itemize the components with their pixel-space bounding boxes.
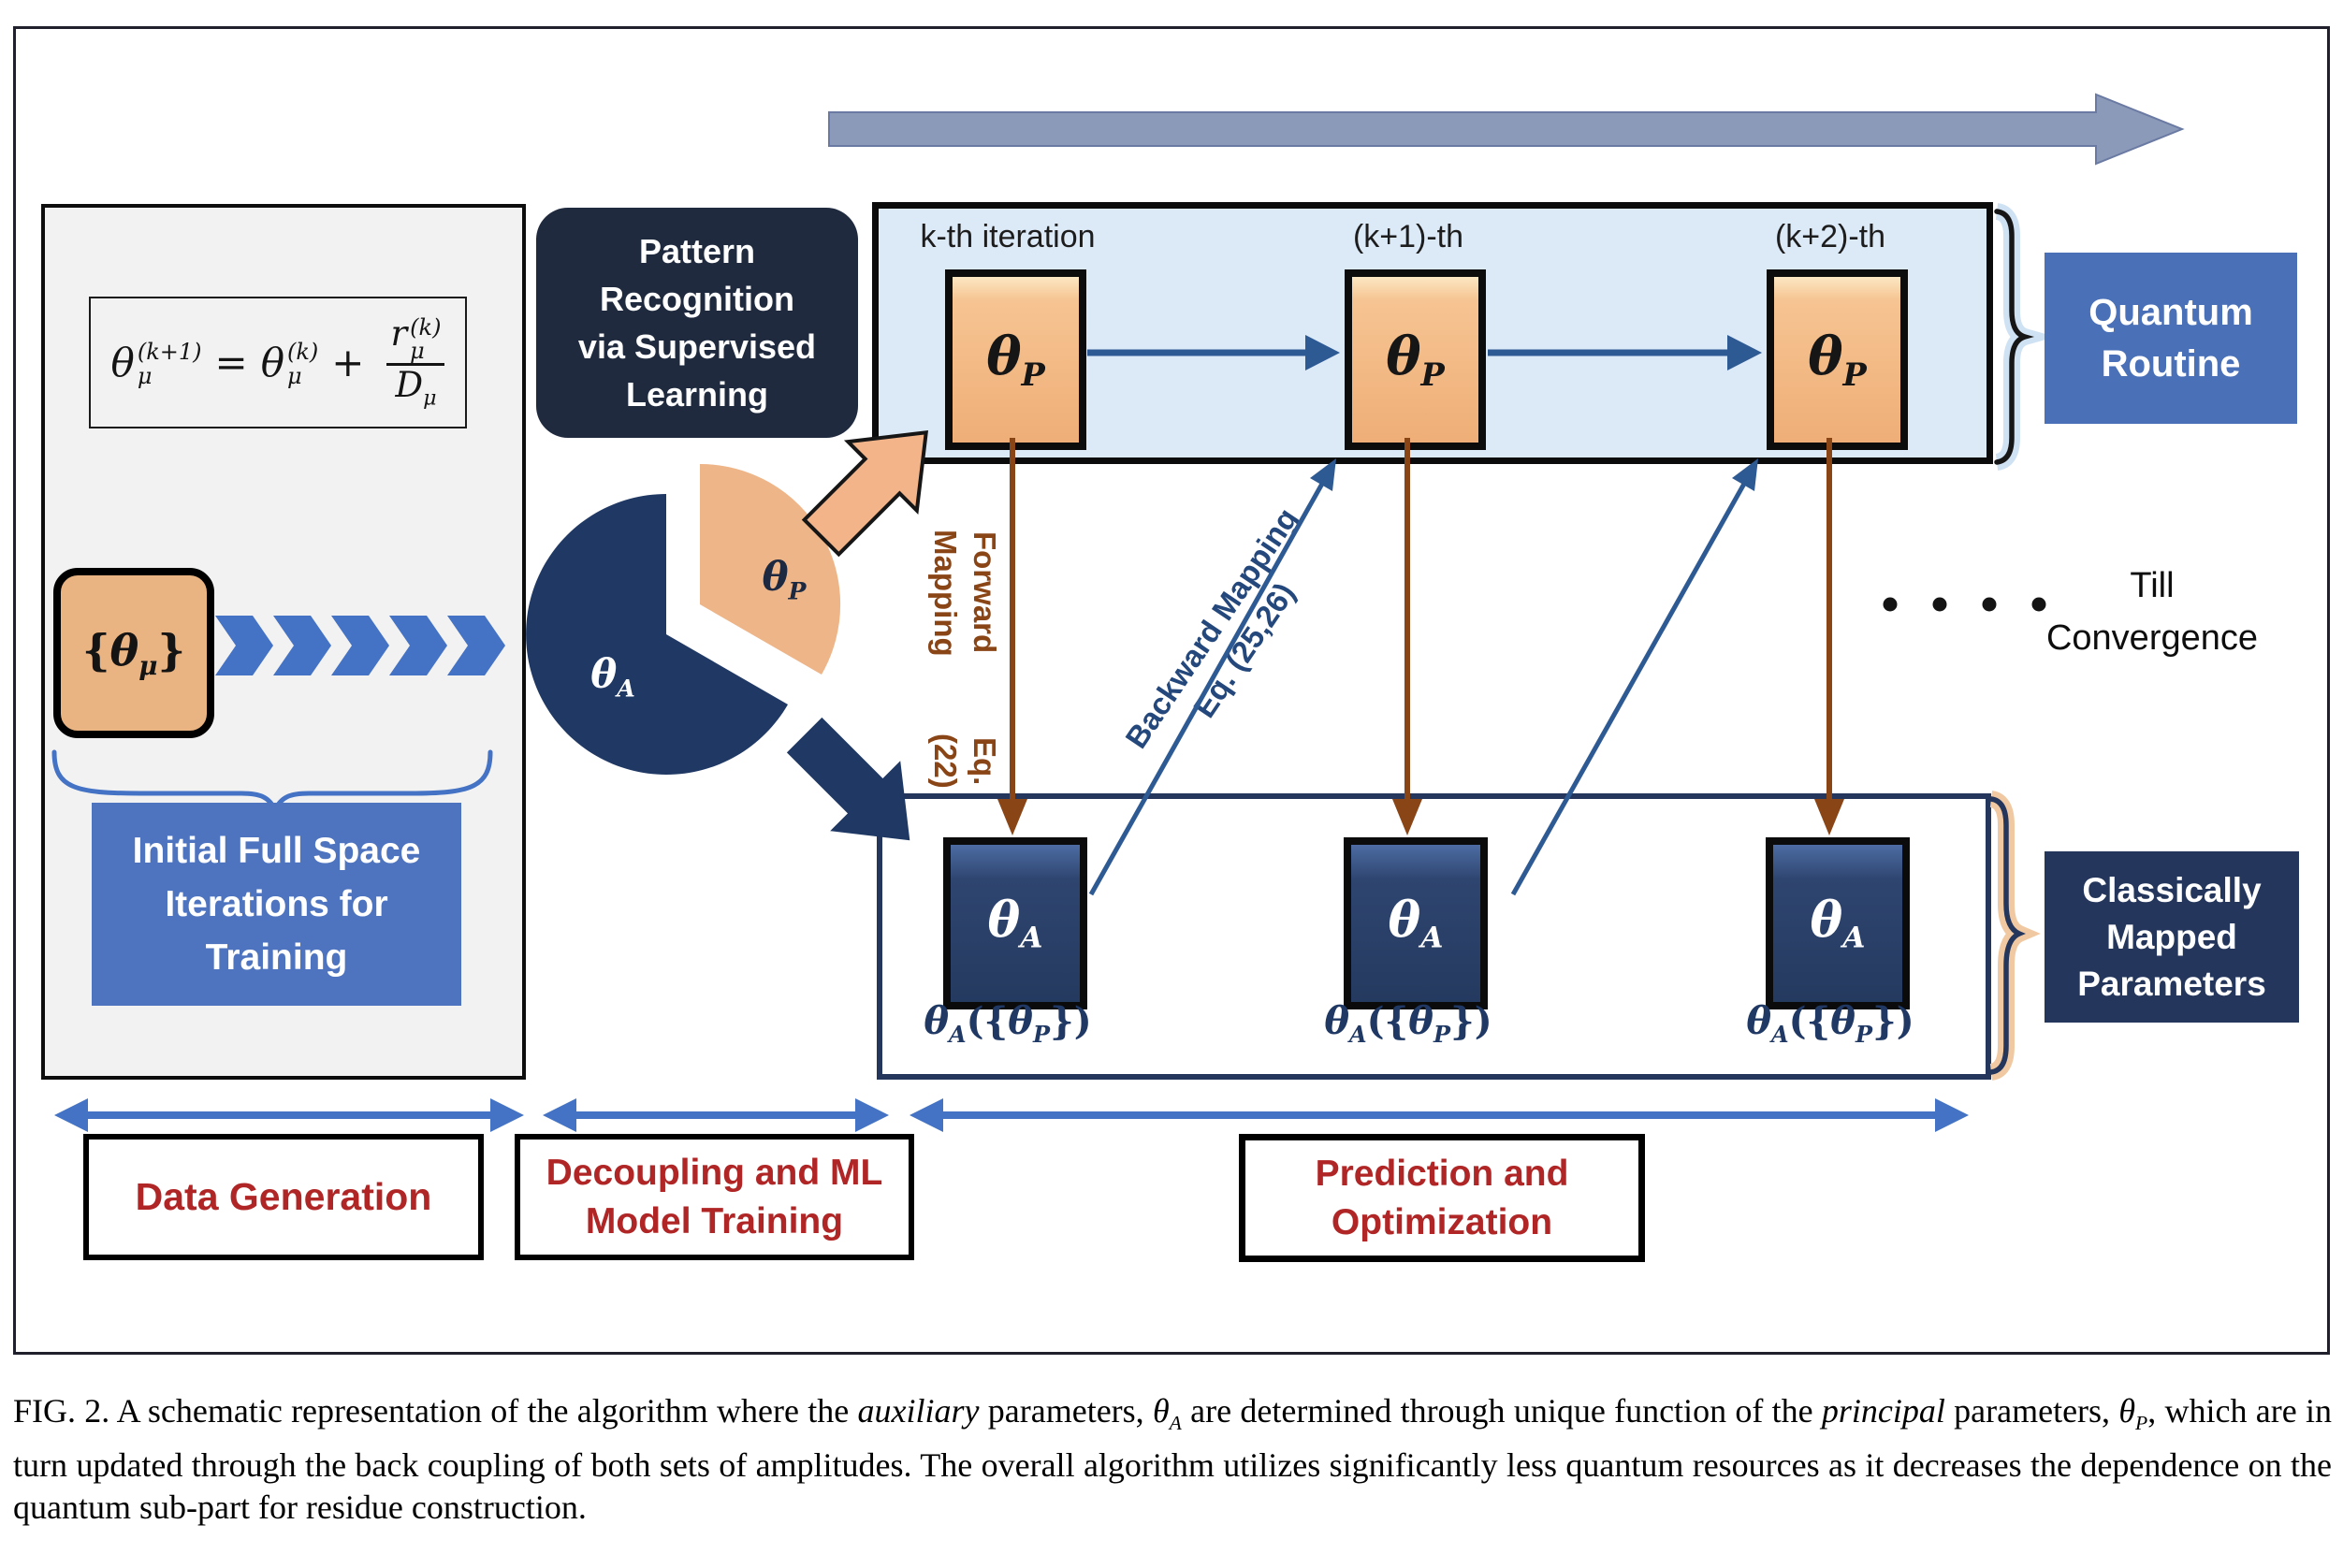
training-line: Iterations for bbox=[165, 884, 388, 924]
training-line: Training bbox=[205, 937, 348, 978]
initial-training-box: Initial Full Space Iterations for Traini… bbox=[92, 803, 461, 1006]
convergence-line: Convergence bbox=[2045, 618, 2259, 658]
theta-a-function-label-3: θA({θP}) bbox=[1746, 999, 1914, 1048]
quantum-routine-line: Quantum bbox=[2088, 291, 2253, 333]
theta-mu-set-label: {θμ} bbox=[81, 624, 186, 682]
iteration-label-k1: (k+1)-th bbox=[1352, 219, 1464, 254]
phase-label: Decoupling and ML bbox=[546, 1152, 883, 1193]
pattern-recognition-box: Pattern Recognition via Supervised Learn… bbox=[536, 208, 858, 438]
phase-label: Optimization bbox=[1331, 1201, 1553, 1242]
convergence-line: Till bbox=[2130, 566, 2175, 605]
forward-mapping-eq: Eq. (22) bbox=[928, 733, 1002, 789]
phase-decoupling-training: Decoupling and ML Model Training bbox=[515, 1134, 914, 1260]
theta-a-function-label-2: θA({θP}) bbox=[1324, 999, 1492, 1048]
theta-a-cell-1: θA bbox=[943, 837, 1087, 1009]
theta-p-cell-3: θP bbox=[1767, 269, 1908, 450]
theta-p-cell-1: θP bbox=[945, 269, 1086, 450]
phase-label: Prediction and bbox=[1315, 1153, 1569, 1194]
theta-a-label: θA bbox=[987, 892, 1043, 955]
theta-a-label: θA bbox=[1388, 892, 1444, 955]
forward-mapping-line: Forward Mapping bbox=[928, 529, 1002, 657]
phase-label: Data Generation bbox=[135, 1175, 432, 1218]
classically-line: Parameters bbox=[2077, 964, 2266, 1003]
theta-p-label: θP bbox=[1386, 326, 1445, 394]
training-line: Initial Full Space bbox=[132, 831, 421, 871]
forward-mapping-label: Forward Mapping Eq. (22) bbox=[922, 475, 1008, 812]
theta-a-label: θA bbox=[1810, 892, 1866, 955]
theta-mu-set-box: {θμ} bbox=[53, 568, 214, 738]
pattern-line: Recognition bbox=[600, 280, 794, 318]
phase-prediction-optimization: Prediction and Optimization bbox=[1239, 1134, 1645, 1262]
phase-label: Model Training bbox=[585, 1200, 844, 1241]
iteration-label-k: k-th iteration bbox=[920, 219, 1096, 254]
phase-data-generation: Data Generation bbox=[83, 1134, 484, 1260]
theta-p-label: θP bbox=[1808, 326, 1867, 394]
theta-a-cell-3: θA bbox=[1766, 837, 1910, 1009]
pie-label-theta-a: θA bbox=[590, 651, 635, 703]
pattern-line: via Supervised bbox=[577, 327, 817, 366]
pattern-line: Pattern bbox=[638, 232, 756, 270]
figure-caption: FIG. 2. A schematic representation of th… bbox=[13, 1392, 2332, 1527]
iteration-label-k2: (k+2)-th bbox=[1774, 219, 1886, 254]
theta-a-function-label-1: θA({θP}) bbox=[924, 999, 1092, 1048]
classically-line: Mapped bbox=[2106, 917, 2237, 956]
theta-p-label: θP bbox=[986, 326, 1045, 394]
theta-p-cell-2: θP bbox=[1345, 269, 1486, 450]
classically-line: Classically bbox=[2082, 870, 2262, 909]
quantum-routine-box: Quantum Routine bbox=[2045, 253, 2297, 424]
till-convergence-label: Till Convergence bbox=[2012, 559, 2292, 664]
pie-label-theta-p: θP bbox=[762, 554, 807, 605]
classically-mapped-box: Classically Mapped Parameters bbox=[2045, 851, 2299, 1023]
pattern-line: Learning bbox=[625, 375, 768, 414]
quantum-routine-line: Routine bbox=[2101, 342, 2241, 385]
theta-a-cell-2: θA bbox=[1344, 837, 1488, 1009]
